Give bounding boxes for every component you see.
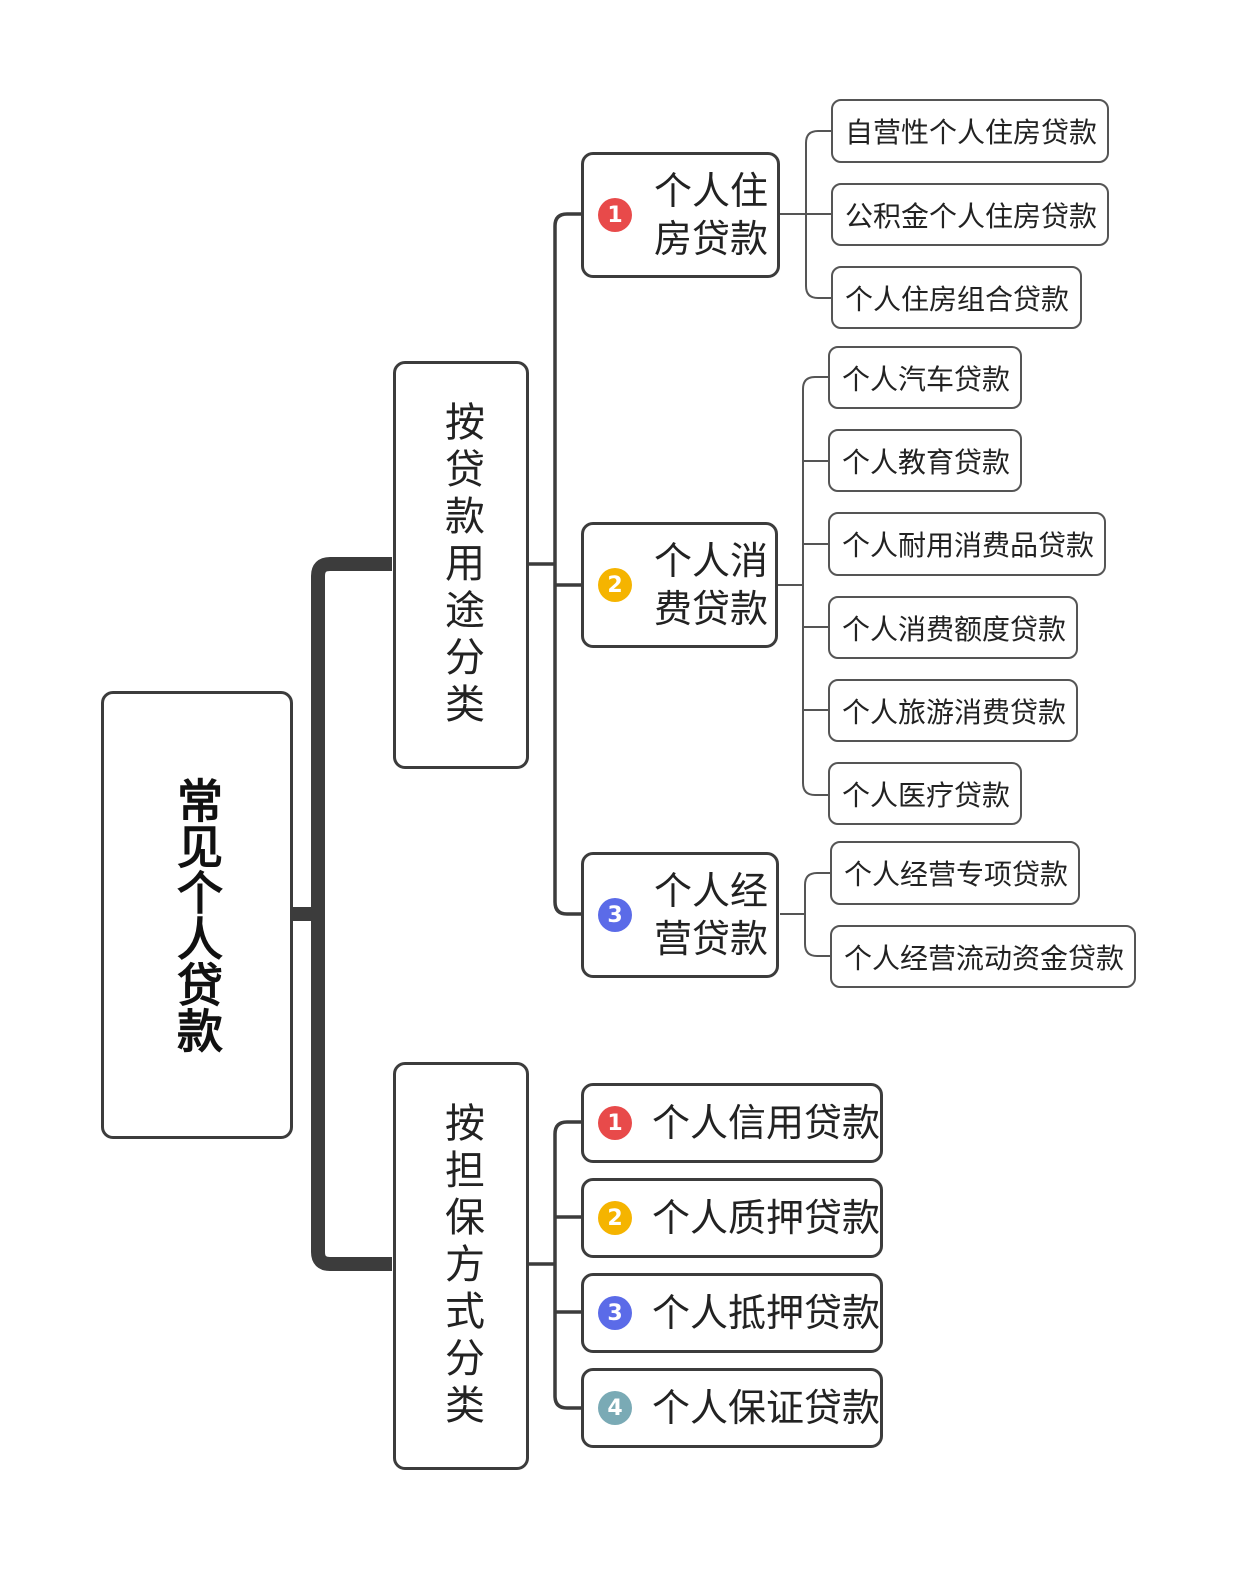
sub3-connector: [780, 872, 831, 957]
category-node-usage: 按贷款用途分类: [393, 361, 529, 769]
leaf-node: 个人耐用消费品贷款: [828, 512, 1106, 576]
cat2-connector: [528, 1120, 582, 1410]
leaf-node: 个人消费额度贷款: [828, 596, 1078, 659]
sub1-connector: [780, 130, 832, 299]
leaf-node: 个人经营专项贷款: [830, 841, 1080, 905]
subcategory-label: 个人保证贷款: [652, 1386, 881, 1430]
subcategory-node-mortgage: 3 个人抵押贷款: [581, 1273, 883, 1353]
leaf-node: 个人教育贷款: [828, 429, 1022, 492]
category-label: 按担保方式分类: [438, 1101, 484, 1431]
leaf-node: 个人经营流动资金贷款: [830, 925, 1136, 988]
number-badge: 3: [598, 898, 632, 932]
subcategory-node-guaranty: 4 个人保证贷款: [581, 1368, 883, 1448]
number-badge: 4: [598, 1391, 632, 1425]
leaf-node: 公积金个人住房贷款: [831, 183, 1109, 246]
subcategory-label: 个人消费贷款: [654, 539, 769, 631]
category-label: 按贷款用途分类: [438, 400, 484, 730]
root-connector: [292, 557, 392, 1271]
subcategory-label: 个人住房贷款: [654, 169, 769, 261]
sub2-connector: [778, 376, 829, 796]
subcategory-node-consumer: 2 个人消费贷款: [581, 522, 778, 648]
subcategory-node-pledge: 2 个人质押贷款: [581, 1178, 883, 1258]
number-badge: 1: [598, 1106, 632, 1140]
subcategory-node-housing: 1 个人住房贷款: [581, 152, 780, 278]
leaf-node: 个人汽车贷款: [828, 346, 1022, 409]
subcategory-label: 个人抵押贷款: [652, 1291, 881, 1335]
leaf-node: 个人医疗贷款: [828, 762, 1022, 825]
subcategory-node-business: 3 个人经营贷款: [581, 852, 779, 978]
root-label: 常见个人贷款: [170, 777, 224, 1053]
leaf-node: 个人住房组合贷款: [831, 266, 1082, 329]
subcategory-node-credit: 1 个人信用贷款: [581, 1083, 883, 1163]
cat1-connector: [528, 212, 582, 916]
leaf-node: 自营性个人住房贷款: [831, 99, 1109, 163]
number-badge: 1: [598, 198, 632, 232]
category-node-guarantee: 按担保方式分类: [393, 1062, 529, 1470]
subcategory-label: 个人质押贷款: [652, 1196, 881, 1240]
number-badge: 2: [598, 1201, 632, 1235]
number-badge: 2: [598, 568, 632, 602]
leaf-node: 个人旅游消费贷款: [828, 679, 1078, 742]
root-node: 常见个人贷款: [101, 691, 293, 1139]
subcategory-label: 个人信用贷款: [652, 1101, 881, 1145]
subcategory-label: 个人经营贷款: [654, 869, 769, 961]
number-badge: 3: [598, 1296, 632, 1330]
